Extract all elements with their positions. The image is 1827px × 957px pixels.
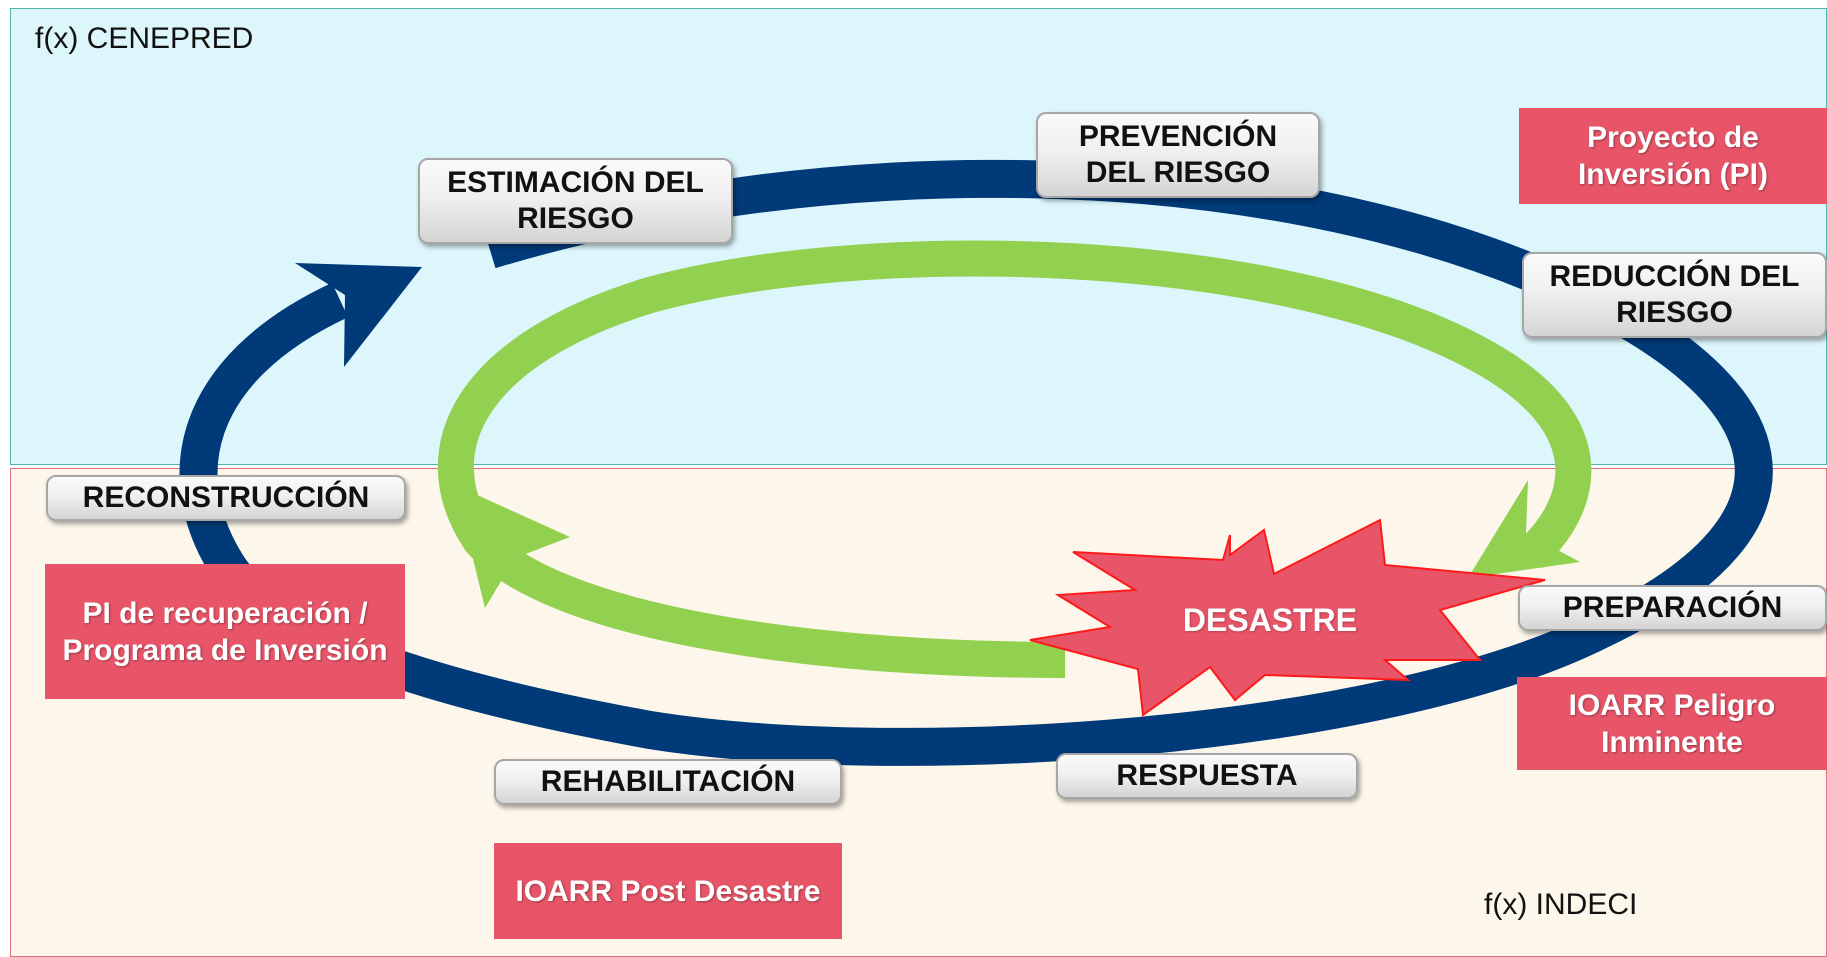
- instrument-pi-de-recuperacion: PI de recuperación / Programa de Inversi…: [45, 564, 405, 699]
- stage-reconstruccion: RECONSTRUCCIÓN: [46, 475, 406, 521]
- instrument-ioarr-peligro-inminente: IOARR Peligro Inminente: [1517, 677, 1827, 770]
- outer-cycle-arrowhead: [295, 263, 422, 367]
- disaster-label: DESASTRE: [1182, 602, 1358, 638]
- instrument-ioarr-post-desastre: IOARR Post Desastre: [494, 843, 842, 939]
- stage-reduccion-del-riesgo: REDUCCIÓN DEL RIESGO: [1522, 252, 1827, 338]
- stage-rehabilitacion: REHABILITACIÓN: [494, 759, 842, 805]
- stage-estimacion-del-riesgo: ESTIMACIÓN DEL RIESGO: [418, 158, 733, 244]
- inner-cycle-arrowhead-left: [455, 485, 570, 608]
- inner-cycle-arrow-body: [437, 240, 1592, 678]
- stage-preparacion: PREPARACIÓN: [1518, 585, 1827, 631]
- indeci-zone-label: f(x) INDECI: [1484, 888, 1638, 921]
- disaster-starburst: [1029, 518, 1546, 717]
- instrument-proyecto-de-inversion: Proyecto de Inversión (PI): [1519, 108, 1827, 204]
- stage-respuesta: RESPUESTA: [1056, 753, 1358, 799]
- stage-prevencion-del-riesgo: PREVENCIÓN DEL RIESGO: [1036, 112, 1320, 198]
- cenepred-zone-label: f(x) CENEPRED: [35, 22, 254, 55]
- inner-cycle-arrowhead-right: [1468, 480, 1580, 578]
